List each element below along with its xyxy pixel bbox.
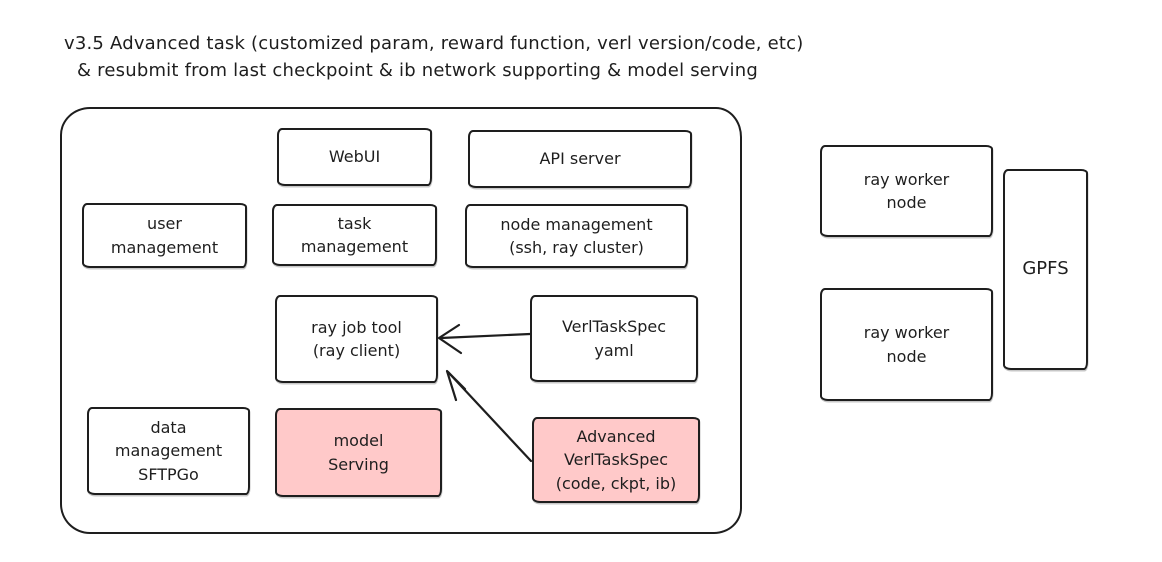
box-ray-worker-node-1-label: ray worker node [863,169,950,212]
box-user-management: user management [82,203,247,268]
diagram-title-line1: v3.5 Advanced task (customized param, re… [64,33,804,54]
box-webui: WebUI [277,128,432,186]
box-ray-worker-node-1: ray worker node [820,145,993,237]
box-api-server-label: API server [539,149,621,169]
box-verltaskspec-yaml: VerlTaskSpec yaml [530,295,698,382]
box-model-serving-label: model Serving [328,431,389,474]
box-ray-job-tool-label: ray job tool (ray client) [311,317,402,360]
box-task-management-label: task management [300,213,409,256]
platform-container-frame [60,107,742,534]
box-advanced-verltaskspec: Advanced VerlTaskSpec (code, ckpt, ib) [532,417,700,503]
box-webui-label: WebUI [328,147,381,167]
box-model-serving: model Serving [275,408,442,497]
box-task-management: task management [272,204,437,266]
box-gpfs-label: GPFS [1022,258,1069,280]
box-api-server: API server [468,130,692,188]
box-data-management-sftpgo-label: data management SFTPGo [114,418,223,484]
box-data-management-sftpgo: data management SFTPGo [87,407,250,495]
box-ray-worker-node-2-label: ray worker node [863,323,950,366]
box-user-management-label: user management [110,214,219,257]
diagram-title: v3.5 Advanced task (customized param, re… [64,30,803,84]
box-advanced-verltaskspec-label: Advanced VerlTaskSpec (code, ckpt, ib) [555,427,677,493]
box-node-management-label: node management (ssh, ray cluster) [500,214,653,257]
box-gpfs: GPFS [1003,169,1088,370]
box-node-management: node management (ssh, ray cluster) [465,204,688,268]
box-ray-job-tool: ray job tool (ray client) [275,295,438,383]
box-verltaskspec-yaml-label: VerlTaskSpec yaml [561,317,667,360]
diagram-title-line2: & resubmit from last checkpoint & ib net… [77,60,758,81]
box-ray-worker-node-2: ray worker node [820,288,993,401]
